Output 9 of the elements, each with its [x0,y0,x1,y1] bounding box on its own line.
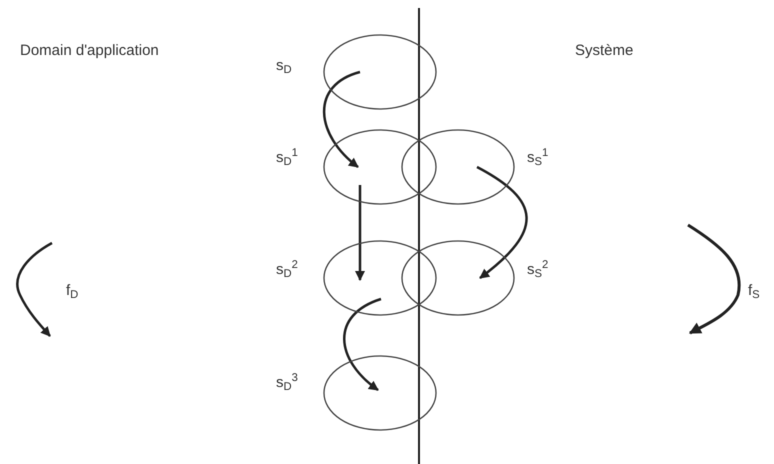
region-heading: Système [575,41,634,61]
function-label: f$_{S}$ [748,281,760,302]
arrow [343,298,382,391]
arrow [322,70,360,168]
function-label: f$_{D}$ [66,281,78,302]
arrow [476,166,528,279]
region-heading: Domain d'application [20,41,159,61]
arrow [355,185,365,281]
state-label: s$_{D}$ [276,58,292,73]
